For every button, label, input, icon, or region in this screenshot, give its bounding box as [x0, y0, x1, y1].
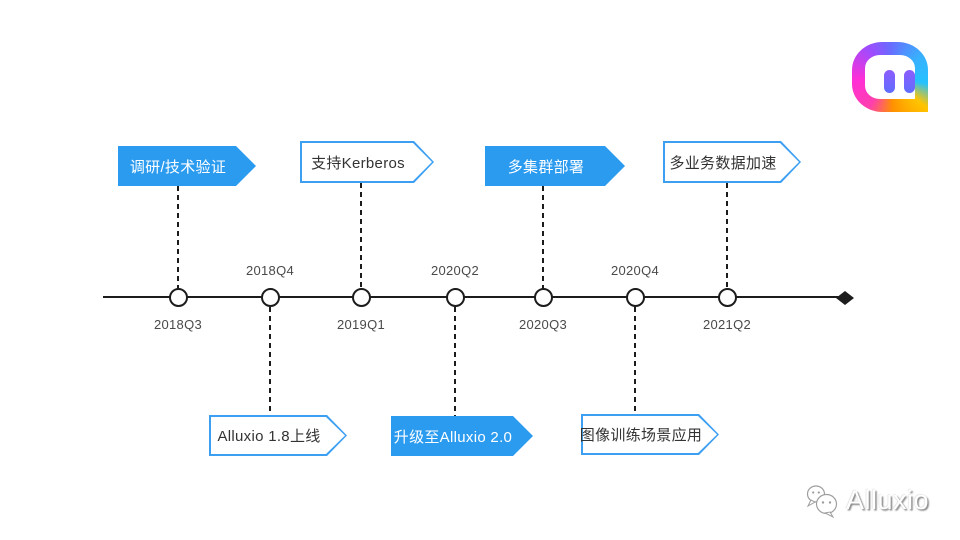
flag-label: 调研/技术验证 [129, 158, 227, 176]
flag-background [665, 143, 799, 181]
flag-background [211, 417, 345, 454]
connector-2020q2 [454, 307, 456, 416]
connector-2018q3 [177, 186, 179, 289]
date-label: 2019Q1 [336, 317, 386, 332]
connector-2021q2 [726, 183, 728, 289]
timeline-node [261, 288, 280, 307]
flag-label: 多集群部署 [507, 158, 585, 176]
date-label: 2018Q3 [153, 317, 203, 332]
milestone-flag-multibusiness: 多业务数据加速 [663, 141, 801, 183]
momo-logo-eye [884, 70, 895, 93]
flag-label: 支持Kerberos [311, 154, 405, 172]
date-label: 2020Q3 [518, 317, 568, 332]
connector-2019q1 [360, 183, 362, 289]
date-label: 2020Q4 [610, 263, 660, 278]
timeline-axis [103, 296, 843, 298]
date-label: 2018Q4 [245, 263, 295, 278]
flag-label: 图像训练场景应用 [579, 427, 703, 444]
milestone-flag-imagetraining: 图像训练场景应用 [581, 414, 719, 455]
date-label: 2021Q2 [702, 317, 752, 332]
timeline-node [169, 288, 188, 307]
wechat-watermark: Alluxio [804, 482, 929, 518]
watermark-text: Alluxio [846, 484, 930, 515]
timeline-arrow-icon [836, 291, 854, 305]
milestone-flag-alluxio20: 升级至Alluxio 2.0 [391, 416, 533, 456]
connector-2020q4 [634, 307, 636, 414]
timeline-node [352, 288, 371, 307]
date-label: 2020Q2 [430, 263, 480, 278]
milestone-flag-multicluster: 多集群部署 [485, 146, 625, 186]
timeline-node [534, 288, 553, 307]
milestone-flag-alluxio18: Alluxio 1.8上线 [209, 415, 347, 456]
flag-label: 多业务数据加速 [669, 154, 777, 172]
wechat-icon [806, 485, 838, 518]
flag-label: 升级至Alluxio 2.0 [393, 428, 513, 446]
milestone-flag-kerberos: 支持Kerberos [300, 141, 434, 183]
timeline-node [718, 288, 737, 307]
connector-2020q3 [542, 186, 544, 289]
flag-background [302, 143, 432, 181]
connector-2018q4 [269, 307, 271, 415]
milestone-flag-research: 调研/技术验证 [118, 146, 256, 186]
flag-label: Alluxio 1.8上线 [217, 428, 321, 445]
momo-logo-eye [904, 70, 915, 93]
momo-logo-icon [852, 42, 928, 112]
flag-background [583, 416, 717, 453]
timeline-node [626, 288, 645, 307]
timeline-node [446, 288, 465, 307]
